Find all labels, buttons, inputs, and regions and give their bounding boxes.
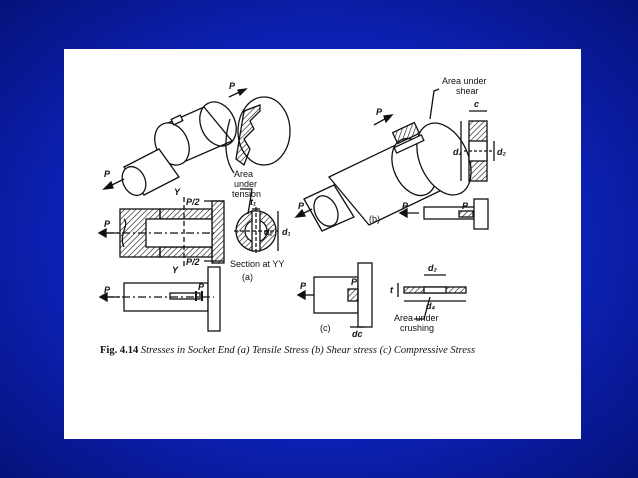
socket-face-b — [398, 198, 489, 230]
label-p-cotter: P — [104, 285, 111, 295]
socket-end-diagram: P P Area under tension Y P/2 P/2 Y P t₁ … — [97, 76, 506, 339]
label-p-half-bottom: P/2 — [186, 257, 200, 267]
label-p-section: P — [104, 219, 111, 229]
label-y-top: Y — [174, 187, 181, 197]
label-p-face-right: P — [462, 201, 469, 211]
label-area-crushing-1: Area under — [394, 313, 439, 323]
label-section-yy: Section at YY — [230, 259, 284, 269]
label-c: c — [474, 99, 479, 109]
section-yy — [234, 188, 279, 255]
label-d2-shear: d₂ — [497, 147, 506, 157]
label-p-socket: P — [229, 81, 236, 91]
label-p-half-top: P/2 — [186, 197, 200, 207]
label-p-assembly-left: P — [298, 201, 305, 211]
assembly-b-drawing — [294, 88, 472, 232]
label-p-spigot: P — [104, 169, 111, 179]
label-d2-crush: d₂ — [428, 263, 437, 273]
shear-section — [460, 110, 495, 182]
diagram-labels: P P Area under tension Y P/2 P/2 Y P t₁ … — [104, 76, 506, 339]
label-y-bottom: Y — [172, 265, 179, 275]
spigot-cotter-drawing — [98, 266, 221, 332]
label-area-shear-1: Area under — [442, 76, 487, 86]
compressive-c-drawing — [296, 262, 373, 328]
label-d1: d₁ — [282, 227, 291, 237]
label-area-tension-1: Area — [234, 169, 253, 179]
socket-cutaway-drawing — [225, 88, 291, 174]
figure-caption-text: Stresses in Socket End (a) Tensile Stres… — [140, 345, 476, 356]
label-area-tension-2: under — [234, 179, 257, 189]
label-d4-crush: d₄ — [426, 301, 435, 311]
figure-panel: P P Area under tension Y P/2 P/2 Y P t₁ … — [64, 49, 581, 439]
label-p-compress-right: P — [351, 277, 358, 287]
label-t1: t₁ — [250, 197, 256, 207]
spigot-cylinder-drawing — [102, 101, 237, 197]
label-area-tension-3: tension — [232, 189, 261, 199]
crushing-area-drawing — [397, 274, 467, 320]
label-t-crush: t — [390, 285, 394, 295]
figure-number: Fig. 4.14 — [100, 345, 139, 356]
label-p-assembly: P — [376, 107, 383, 117]
label-area-shear-2: shear — [456, 86, 479, 96]
label-p-face: P — [402, 201, 409, 211]
label-area-crushing-2: crushing — [400, 323, 434, 333]
label-part-b: (b) — [369, 214, 380, 224]
label-p-compress: P — [300, 281, 307, 291]
label-d4-shear: d₄ — [453, 147, 462, 157]
figure-caption: Fig. 4.14 Stresses in Socket End (a) Ten… — [100, 345, 475, 356]
socket-section-a — [97, 197, 225, 269]
label-d2-section: d₂ — [264, 227, 273, 237]
label-dc: dᴄ — [352, 329, 363, 339]
label-part-a: (a) — [242, 272, 253, 282]
label-p-cotter-right: P — [198, 282, 205, 292]
label-part-c: (c) — [320, 323, 331, 333]
